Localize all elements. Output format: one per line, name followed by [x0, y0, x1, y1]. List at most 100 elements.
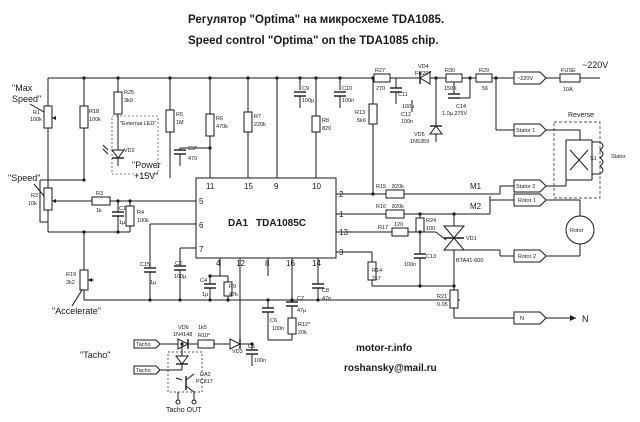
pin-16: 16 — [286, 259, 295, 268]
r4-ref: R4 — [137, 210, 144, 216]
da1-chip: DA1 TDA1085C 11 15 9 10 5 6 7 4 12 8 16 … — [110, 78, 464, 330]
c12-capacitor: C12 100n — [401, 100, 413, 125]
vd5-zener: VD5 1N5359 — [410, 78, 443, 145]
r27-val: 270 — [376, 86, 385, 92]
r30-resistor: R30 150K — [444, 68, 463, 92]
r19-val: 2k2 — [66, 280, 75, 286]
vd4-ref: VD4 — [418, 64, 429, 70]
c9-ref: C9 — [302, 86, 309, 92]
c7-ref: C7 — [297, 296, 304, 302]
motor-wires: M1 M2 — [404, 129, 514, 257]
c11-val: 100µ — [402, 104, 415, 110]
r14-val: 2k7 — [372, 276, 381, 282]
stator2-label: Stator 2 — [516, 184, 535, 190]
r3-ref: R3 — [96, 191, 103, 197]
c2-capacitor: C2 100µ — [174, 248, 187, 300]
r7-ref: R7 — [254, 114, 261, 120]
vd6-val: 1N4148 — [173, 332, 192, 338]
tacho-b-conn: Tacho — [136, 368, 151, 374]
mains-label: ~220V — [582, 60, 608, 70]
r12-resistor: R12* 20k — [268, 317, 311, 341]
r18-ref: R18 — [89, 109, 99, 115]
rotor1-label: Rotor 1 — [518, 198, 536, 204]
r25-val: 3k9 — [124, 98, 133, 104]
r29-resistor: R29 56 — [470, 68, 514, 92]
c4-ref: C4 — [200, 278, 207, 284]
r24-val: 100 — [426, 226, 435, 232]
r17-ref: R17 — [378, 225, 388, 231]
r5-val: 1M — [176, 120, 184, 126]
da2-ref: DA2 — [200, 372, 211, 378]
r5-ref: R5 — [176, 112, 183, 118]
r27-resistor: R27 270 — [373, 68, 391, 92]
ext-led-label: "External LED" — [120, 121, 156, 127]
c7-val: 47µ — [297, 308, 307, 314]
r15-resistor: R15 820k — [376, 184, 405, 199]
stator-label: Stator — [611, 154, 626, 160]
r1-pot: R1 100k — [30, 90, 56, 180]
r8-resistor: R8 820 — [311, 115, 331, 133]
c8-val: 47n — [322, 296, 331, 302]
r24-resistor: R24 100 — [415, 214, 436, 233]
pin-12: 12 — [236, 259, 245, 268]
vd4-diode: VD4 FR207 — [410, 64, 446, 85]
c5-ref: C5 — [248, 344, 255, 350]
da2-val: PC817 — [196, 379, 213, 385]
chip-name: TDA1085C — [256, 218, 306, 229]
vd6-ref: VD6 — [178, 325, 189, 331]
r4-val: 100k — [137, 218, 149, 224]
r17-resistor: R17 120 — [372, 222, 436, 237]
n-label: N — [582, 314, 589, 324]
reverse-switch: Reverse S1 — [546, 112, 601, 212]
r12-ref: R12* — [298, 322, 311, 328]
vd2-led: VD2 "External LED" — [102, 115, 159, 175]
r2-val: 10k — [28, 201, 37, 207]
r15-val: 820k — [392, 184, 404, 190]
c14-val: 1.0µ 275V — [442, 111, 468, 117]
c11-ref: C11 — [398, 92, 408, 98]
r6-val: 470k — [216, 124, 228, 130]
r24-ref: R24 — [426, 218, 436, 224]
c9-capacitor: C9 100µ — [294, 86, 315, 108]
ac-in-label: ~220V — [517, 76, 533, 82]
r27-ref: R27 — [375, 68, 385, 74]
c15-ref: C15 — [140, 262, 150, 268]
r1-val: 100k — [30, 117, 42, 123]
r17-val: 120 — [394, 222, 403, 228]
r19-pot: R19 2k2 — [66, 262, 94, 301]
r21-shunt: R21 0.05 — [437, 286, 514, 319]
tacho-label: "Tacho" — [80, 350, 110, 360]
title-english: Speed control "Optima" on the TDA1085 ch… — [188, 35, 439, 47]
c1-ref: C1 — [119, 206, 126, 212]
r16-ref: R16 — [376, 204, 386, 210]
r1-ref: R1 — [33, 110, 40, 116]
pin-3: 3 — [339, 248, 344, 257]
stator1-connector: Stator 1 — [513, 123, 580, 137]
rotor-label: Rotor — [570, 228, 584, 234]
r13-val: 5k6 — [357, 118, 366, 124]
c12-ref: C12 — [401, 112, 411, 118]
pin-13: 13 — [339, 228, 348, 237]
r19-ref: R19 — [66, 272, 76, 278]
m1-label: M1 — [470, 182, 482, 191]
c4-capacitor: C4 1µ — [200, 275, 228, 300]
pin-2: 2 — [339, 190, 344, 199]
c5-val: 100n — [254, 358, 266, 364]
r7-resistor: R7 220k — [243, 111, 266, 133]
accelerate-label: "Accelerate" — [52, 306, 101, 316]
stator-coil: Stator — [592, 141, 626, 175]
vd1-val: BTA41-600 — [456, 258, 483, 264]
r16-resistor: R16 820k — [376, 204, 405, 219]
r4-resistor: R4 100k — [125, 201, 149, 227]
power-label-2: +15V" — [134, 171, 158, 181]
website-text: motor-r.info — [356, 343, 412, 354]
r14-ref: R14 — [372, 268, 382, 274]
r18-resistor: R18 100k — [79, 105, 101, 180]
c13-val: 100n — [404, 262, 416, 268]
email-text: roshansky@mail.ru — [344, 363, 437, 374]
c7-capacitor: C7 47µ — [286, 296, 307, 318]
power-label-1: "Power — [132, 160, 161, 170]
n-connector: N N — [513, 311, 589, 325]
r13-ref: R13 — [355, 110, 365, 116]
